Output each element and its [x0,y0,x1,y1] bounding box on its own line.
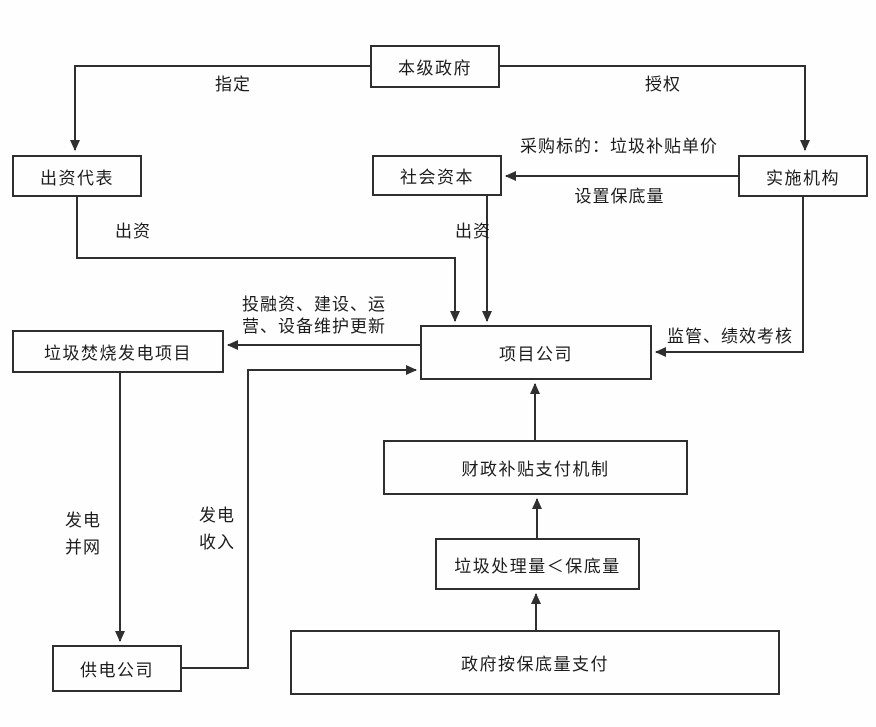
arrow-funder-rep-to-project-company [76,197,460,322]
arrow-government-to-implementing-agency [500,65,810,151]
node-label: 供电公司 [80,661,154,681]
node-label: 项目公司 [499,345,573,365]
edge-label-procurement-target: 采购标的：垃圾补贴单价 [520,137,718,157]
node-label: 出资代表 [40,168,114,189]
node-funder-representative: 出资代表 [12,155,142,197]
node-government-pays-minimum: 政府按保底量支付 [290,630,780,695]
edge-label-set-minimum: 设置保底量 [574,187,665,207]
node-power-supply-company: 供电公司 [52,645,182,692]
edge-label-supervision-assessment: 监管、绩效考核 [667,327,793,347]
node-waste-incineration-project: 垃圾焚烧发电项目 [12,330,224,373]
node-social-capital: 社会资本 [372,155,502,196]
node-project-company: 项目公司 [420,325,652,380]
node-label: 财政补贴支付机制 [461,460,610,480]
edge-label-authorize: 授权 [645,75,681,95]
node-fiscal-subsidy-mechanism: 财政补贴支付机制 [383,440,688,495]
arrow-implementing-agency-to-project-company [655,197,804,357]
edge-label-grid-connection: 发电 并网 [65,511,101,558]
edge-label-power-income: 发电 收入 [199,506,235,553]
edge-label-invest-center: 出资 [455,222,491,242]
arrow-power-company-to-project-company [182,365,417,669]
node-implementing-agency: 实施机构 [738,155,868,197]
edge-label-invest-left: 出资 [115,222,151,242]
node-label: 社会资本 [400,168,474,188]
node-label: 实施机构 [766,168,840,189]
node-label: 本级政府 [398,59,472,79]
node-label: 垃圾处理量＜保底量 [454,556,621,577]
node-waste-below-minimum: 垃圾处理量＜保底量 [435,538,640,590]
node-local-government: 本级政府 [370,45,500,88]
arrow-government-to-funder-rep [70,65,370,151]
edge-label-finance-build-operate: 投融资、建设、运 营、设备维护更新 [242,295,386,337]
edge-label-designate: 指定 [215,75,251,95]
node-label: 垃圾焚烧发电项目 [44,344,192,364]
node-label: 政府按保底量支付 [461,655,609,675]
